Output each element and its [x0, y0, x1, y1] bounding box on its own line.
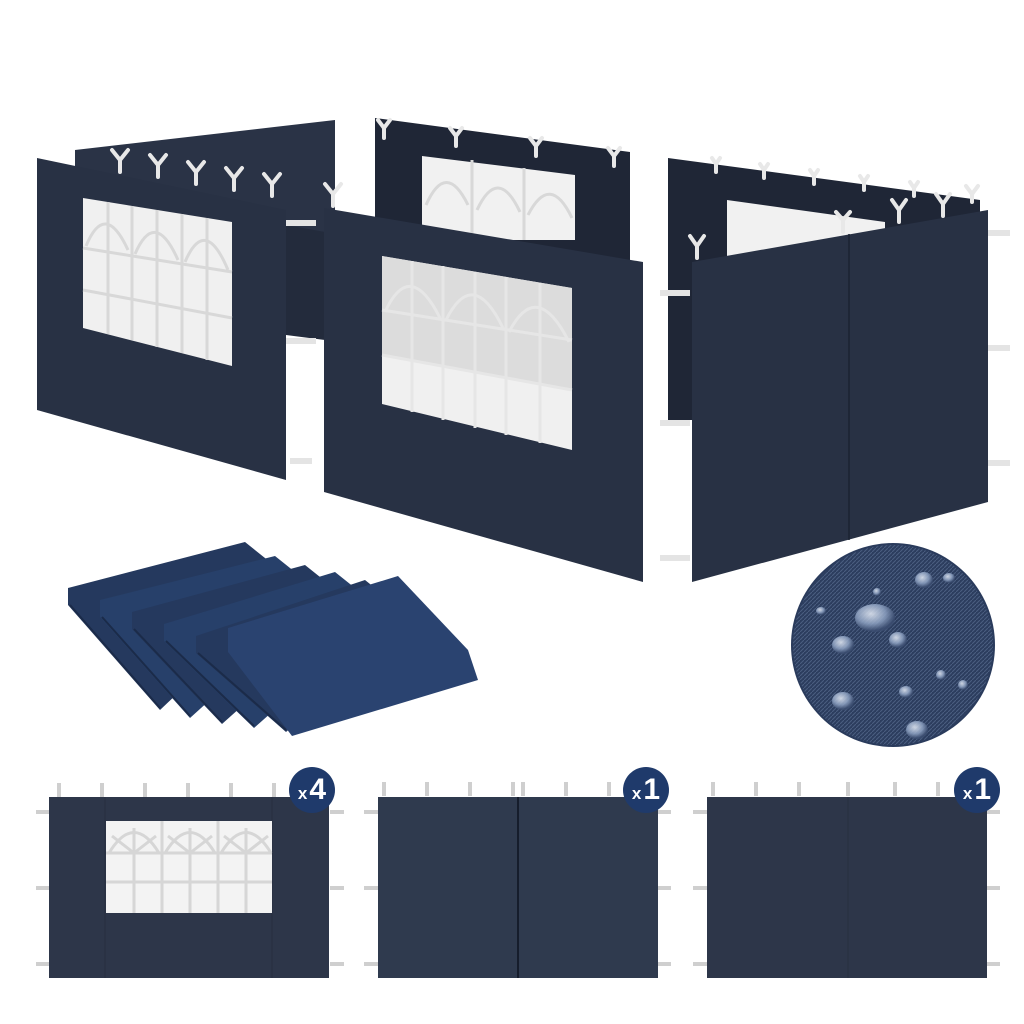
left-window-panel — [37, 158, 286, 480]
window-icon — [106, 821, 273, 913]
doorway-interior — [286, 225, 325, 340]
solid-side-panel — [693, 782, 1000, 978]
y-hooks — [110, 118, 980, 260]
zipper-door-panel — [364, 782, 671, 978]
side-straps — [286, 220, 1010, 561]
waterproof-fabric-closeup — [791, 543, 995, 747]
assembled-view — [37, 118, 1010, 582]
water-droplets — [816, 572, 968, 739]
folded-panels — [68, 542, 478, 736]
front-window-panel — [324, 208, 643, 582]
door-panel — [692, 210, 988, 582]
quantity-badge-window-panel: x 4 — [289, 767, 335, 813]
quantity-badge-door-panel: x 1 — [623, 767, 669, 813]
back-window-panel — [375, 118, 630, 260]
window-side-panel — [36, 783, 344, 978]
quantity-badge-solid-panel: x 1 — [954, 767, 1000, 813]
